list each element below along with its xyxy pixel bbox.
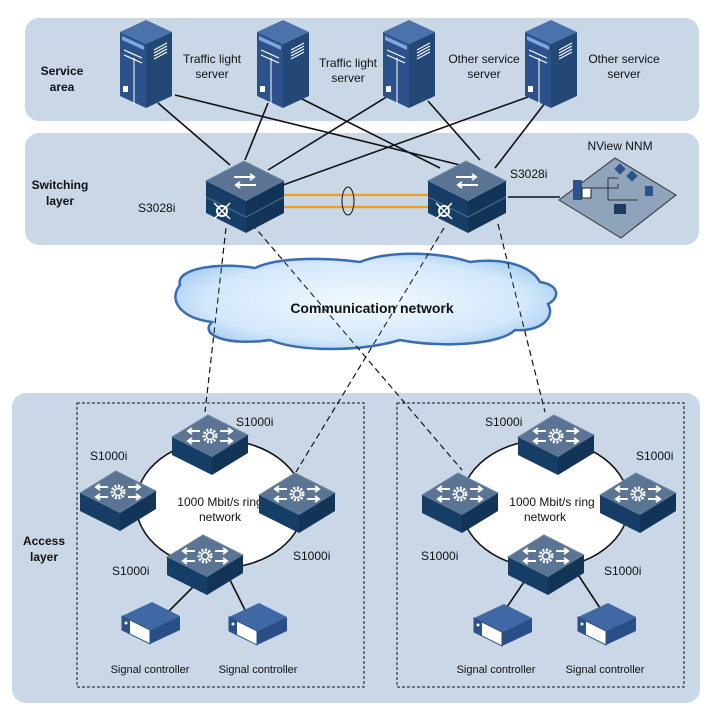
- signal-controller-label: Signal controller: [566, 664, 645, 676]
- access-switch-label: S1000i: [293, 549, 330, 563]
- cloud-icon: [174, 252, 558, 351]
- server-icon-2: [256, 19, 310, 109]
- core-switch-label-right: S3028i: [510, 167, 547, 181]
- server-label-1: Traffic light: [183, 52, 242, 66]
- link-aggregation-ellipse: [341, 186, 355, 216]
- core-switch-label-left: S3028i: [138, 201, 175, 215]
- server-label-1b: server: [195, 67, 228, 81]
- server-label-4b: server: [607, 67, 640, 81]
- service-area-label: Service: [41, 64, 84, 78]
- server-label-2b: server: [331, 71, 364, 85]
- access-switch-label: S1000i: [604, 564, 641, 578]
- server-label-2: Traffic light: [319, 56, 378, 70]
- switching-layer-zone: [25, 133, 699, 245]
- nms-icon: [558, 157, 677, 239]
- server-label-3: Other service: [448, 52, 520, 66]
- signal-controller-label: Signal controller: [457, 664, 536, 676]
- switching-layer-label-2: layer: [46, 194, 74, 208]
- ring-left-label-2: network: [199, 510, 242, 524]
- ring-group-right: [396, 402, 685, 688]
- signal-controller-label: Signal controller: [219, 664, 298, 676]
- service-area-label-2: area: [50, 80, 75, 94]
- access-switch-label: S1000i: [636, 449, 673, 463]
- ring-right-label: 1000 Mbit/s ring: [509, 495, 594, 509]
- access-switch-label: S1000i: [90, 449, 127, 463]
- access-layer-label-2: layer: [30, 550, 58, 564]
- cloud-label: Communication network: [290, 300, 454, 316]
- server-label-3b: server: [467, 67, 500, 81]
- uplink-dashed-over-cloud: [204, 223, 546, 473]
- ring-right-label-2: network: [524, 510, 567, 524]
- access-switch-label: S1000i: [485, 415, 522, 429]
- nms-label: NView NNM: [587, 139, 652, 153]
- access-layer-label: Access: [23, 534, 65, 548]
- server-switch-links: [157, 94, 546, 186]
- server-label-4: Other service: [588, 52, 660, 66]
- server-icon-1: [119, 19, 173, 109]
- switching-layer-label: Switching: [32, 178, 89, 192]
- ring-left-label: 1000 Mbit/s ring: [177, 495, 262, 509]
- access-switch-label: S1000i: [421, 549, 458, 563]
- server-icon-3: [382, 19, 436, 109]
- server-icon-4: [524, 19, 578, 109]
- access-switch-label: S1000i: [236, 415, 273, 429]
- access-switch-label: S1000i: [112, 564, 149, 578]
- ring-group-left: [76, 402, 365, 688]
- signal-controller-label: Signal controller: [111, 664, 190, 676]
- controller-link: [574, 569, 601, 609]
